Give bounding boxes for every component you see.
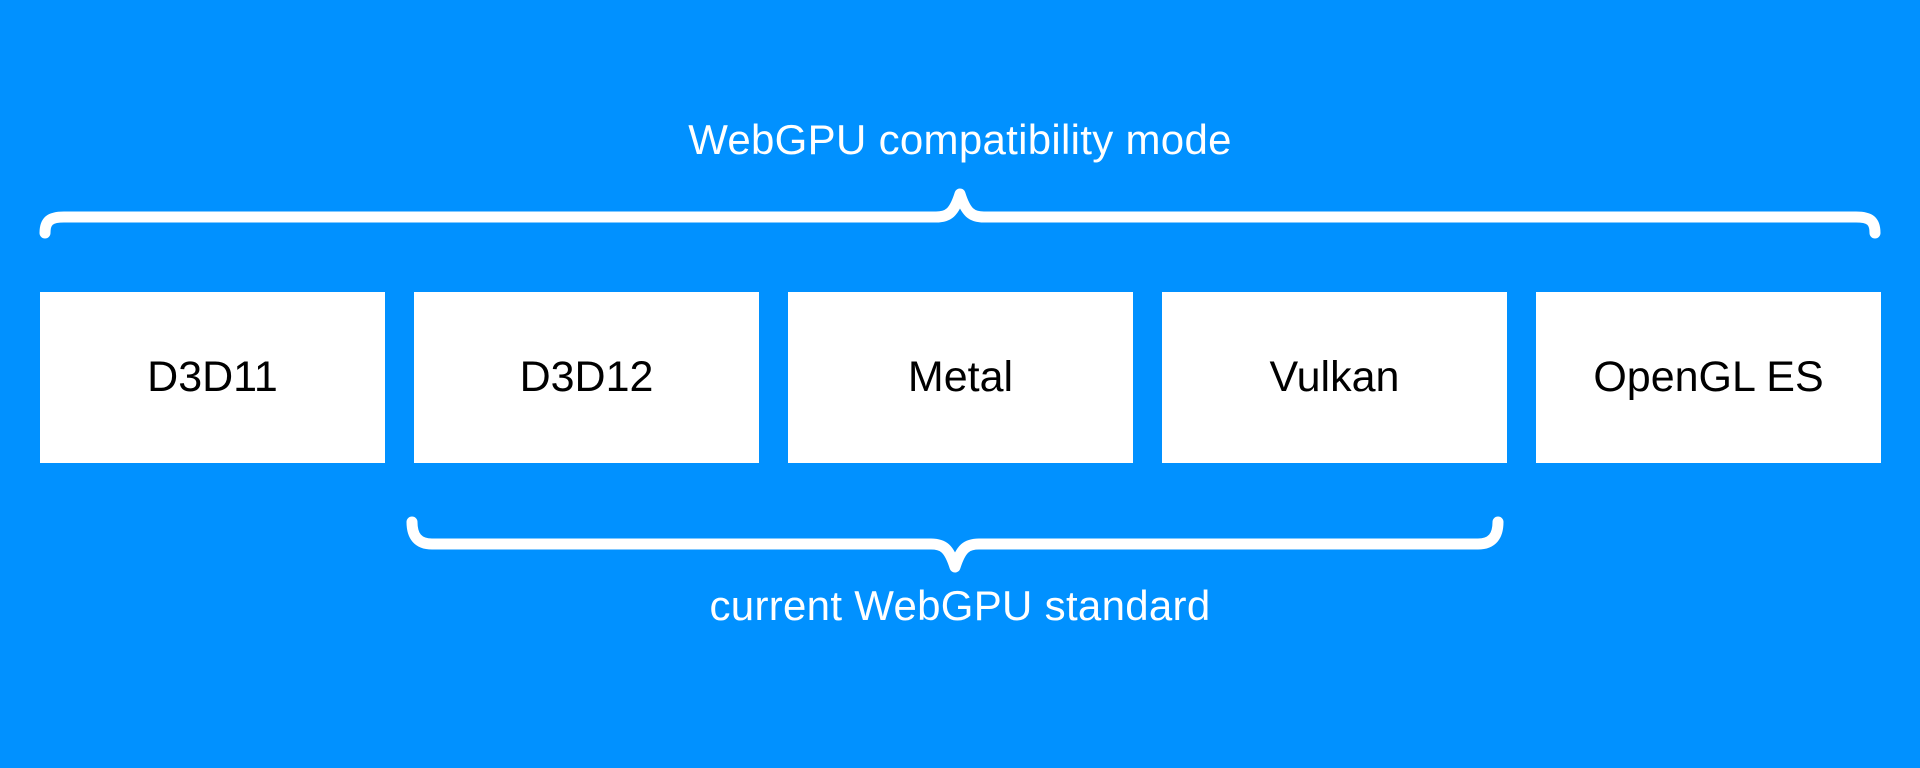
box-d3d11: D3D11 xyxy=(40,292,385,463)
box-d3d12: D3D12 xyxy=(414,292,759,463)
box-d3d11-label: D3D11 xyxy=(147,353,278,401)
top-brace-icon xyxy=(39,188,1881,239)
box-opengl-es: OpenGL ES xyxy=(1536,292,1881,463)
box-vulkan-label: Vulkan xyxy=(1269,353,1400,401)
top-brace-label: WebGPU compatibility mode xyxy=(688,116,1232,163)
box-d3d12-label: D3D12 xyxy=(519,353,654,401)
bottom-brace-label: current WebGPU standard xyxy=(709,582,1211,629)
graphics-api-row: D3D11 D3D12 Metal Vulkan OpenGL ES xyxy=(40,292,1881,463)
box-vulkan: Vulkan xyxy=(1162,292,1507,463)
box-metal: Metal xyxy=(788,292,1133,463)
box-opengl-es-label: OpenGL ES xyxy=(1593,353,1824,401)
box-metal-label: Metal xyxy=(907,353,1014,401)
bottom-brace-icon xyxy=(406,516,1504,573)
